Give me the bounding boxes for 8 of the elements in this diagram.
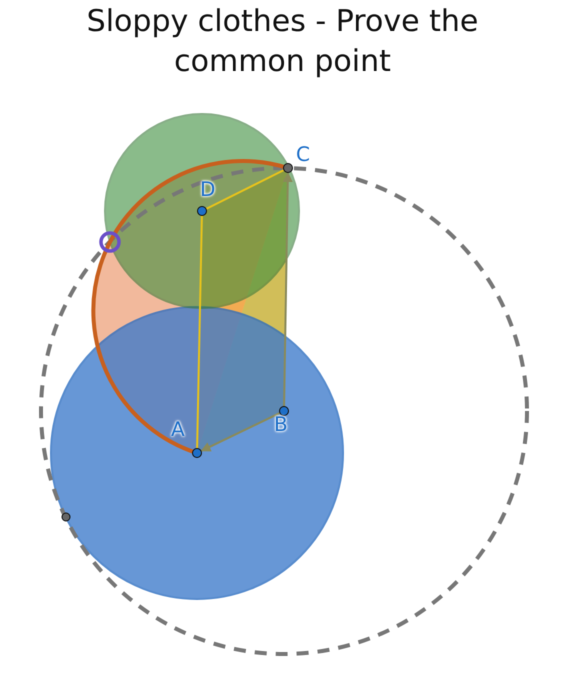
title: Sloppy clothes - Prove the common point [86, 3, 480, 81]
point-label: A [171, 417, 185, 441]
point-label: C [296, 142, 310, 166]
line-segment [206, 169, 284, 210]
line-segment [282, 172, 293, 406]
point-label: B [274, 412, 288, 436]
point-label: D [200, 177, 216, 201]
line-segment [196, 216, 203, 448]
